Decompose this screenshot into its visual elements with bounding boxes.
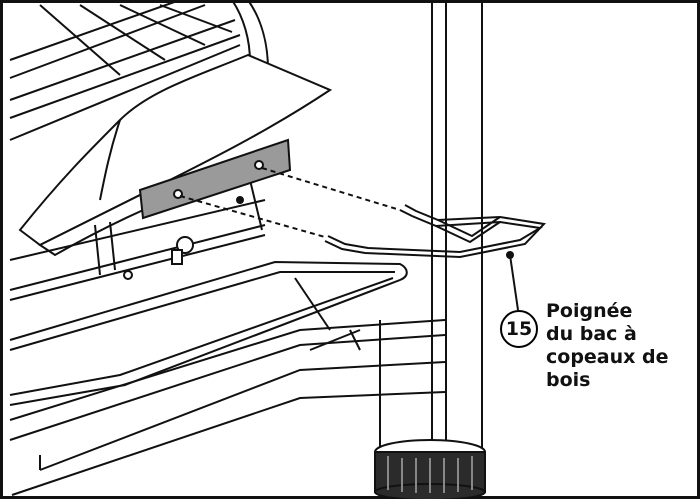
callout-number-badge: 15: [500, 310, 538, 348]
callout-label-line-2: du bac à: [546, 323, 637, 345]
callout-leader-line: [509, 254, 519, 311]
callout-label-line-1: Poignée: [546, 300, 633, 322]
alignment-guides: [179, 167, 401, 238]
mounting-bracket: [138, 138, 292, 220]
base-frame: [9, 319, 446, 496]
drip-tray: [9, 260, 408, 406]
upper-rack: [9, 0, 241, 141]
callout-label-line-3: copeaux de: [546, 346, 669, 368]
drawer-rails: [9, 179, 266, 301]
callout-label: Poignée du bac à copeaux de bois: [546, 300, 696, 392]
caster-foot: [374, 439, 486, 499]
callout-label-line-4: bois: [546, 369, 591, 391]
fasteners: [123, 236, 194, 280]
callout-leader-dot: [506, 251, 514, 259]
wood-chip-tray-handle: [324, 204, 547, 259]
